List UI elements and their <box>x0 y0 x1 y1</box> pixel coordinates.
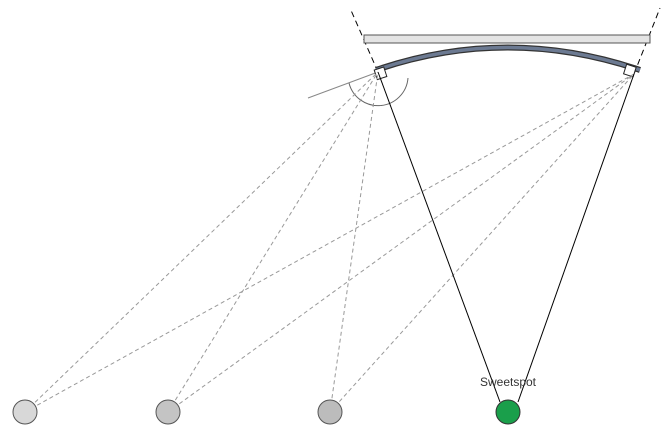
angle-arc <box>348 77 409 107</box>
sightline <box>329 73 635 413</box>
sightline <box>24 73 635 413</box>
sweetspot-label: Sweetspot <box>480 375 537 389</box>
sightline <box>329 71 379 413</box>
viewer-sweetspot <box>495 399 521 425</box>
sightline <box>24 71 379 413</box>
right-angle-marker-right <box>622 63 637 78</box>
viewer-center-left <box>317 399 343 425</box>
viewing-cone-right <box>517 73 635 403</box>
curved-screen-fill <box>375 45 641 72</box>
flat-screen <box>363 34 651 44</box>
sightline <box>167 71 379 413</box>
sightline <box>167 73 635 413</box>
viewer-left <box>155 399 181 425</box>
viewer-far-left <box>12 399 38 425</box>
viewing-cone-left <box>377 71 501 403</box>
tangent-line <box>307 71 379 99</box>
sightlines <box>24 71 635 413</box>
